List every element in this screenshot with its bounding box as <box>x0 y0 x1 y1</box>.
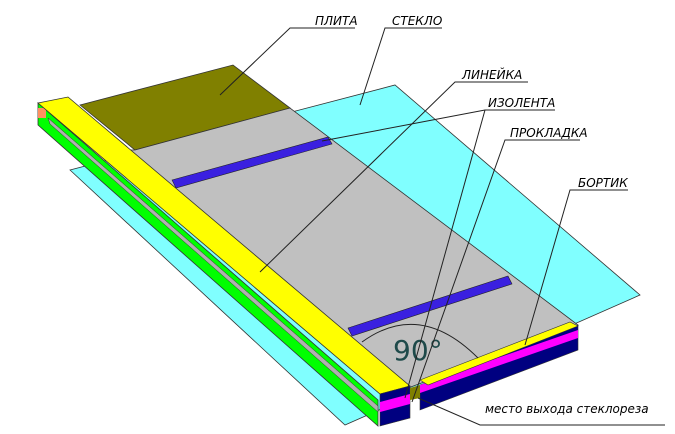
border-spacer <box>420 330 578 393</box>
plate-label: ПЛИТА <box>315 14 358 28</box>
border-leader <box>524 189 628 346</box>
tape-label: ИЗОЛЕНТА <box>488 96 555 110</box>
tape-leader-2 <box>404 109 486 399</box>
glass-label: СТЕКЛО <box>392 14 442 28</box>
border-top <box>419 321 579 386</box>
tape-strip-top <box>171 136 333 189</box>
ruler-end-spacer <box>380 394 410 412</box>
tape-strip-bottom <box>347 275 513 337</box>
ruler-leader <box>259 81 528 273</box>
angle-arc <box>361 323 479 359</box>
ruler-label: ЛИНЕЙКА <box>461 67 522 82</box>
cutter-exit-label: место выхода стеклореза <box>485 402 649 416</box>
ruler-gap <box>47 117 379 413</box>
spacer-leader <box>411 139 580 403</box>
ruler-spacer-end <box>38 108 46 118</box>
spacer-label: ПРОКЛАДКА <box>510 126 588 140</box>
border-label: БОРТИК <box>578 176 628 190</box>
cutter-exit-leader <box>417 397 665 426</box>
plate-leader <box>219 27 355 96</box>
glass-leader <box>359 27 442 106</box>
